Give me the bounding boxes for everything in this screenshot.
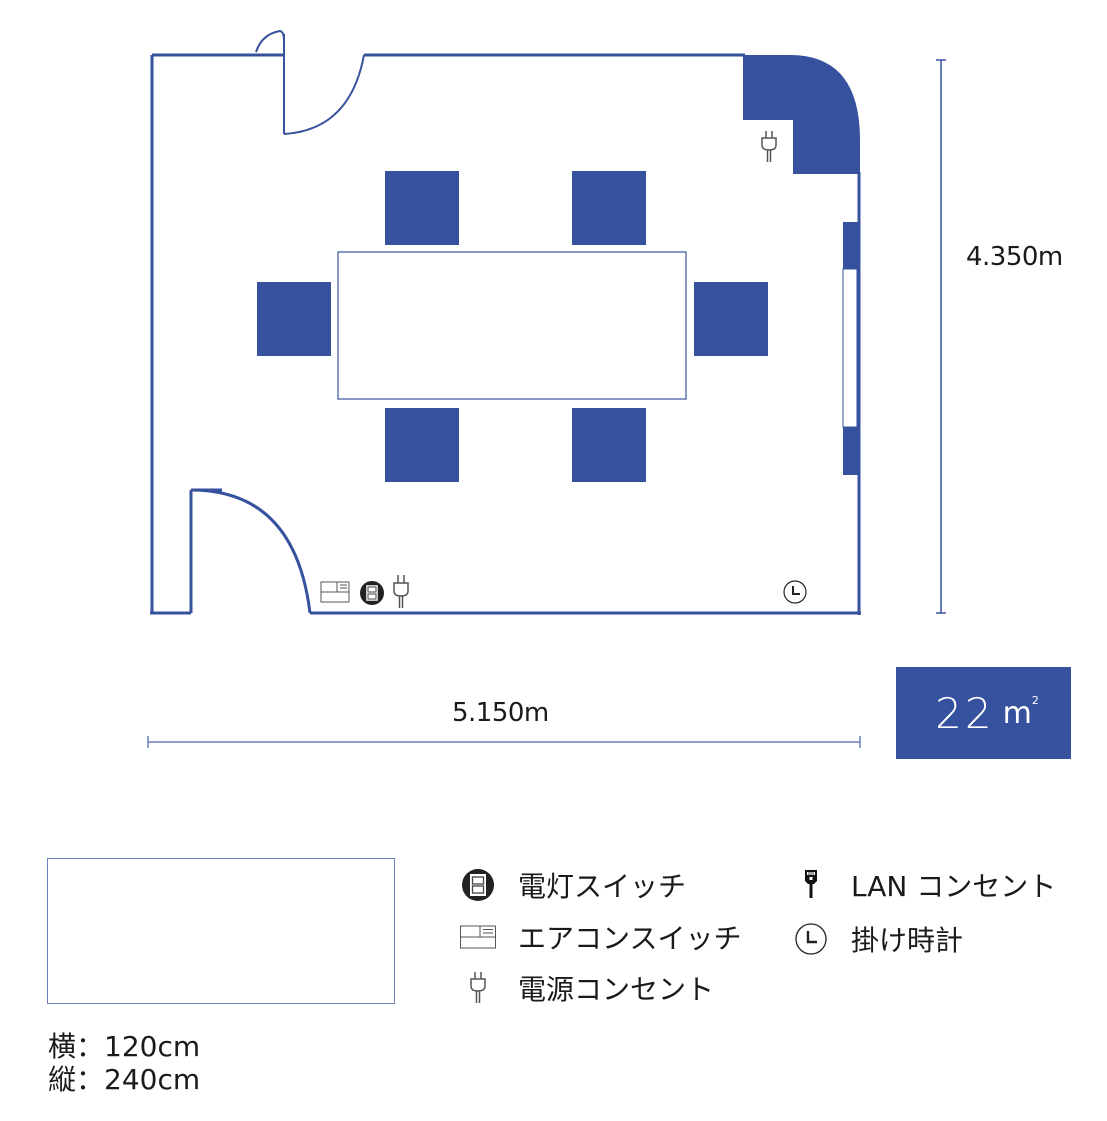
- power-outlet-icon: [761, 131, 777, 162]
- chair: [385, 171, 459, 245]
- height-dimension-line: [936, 59, 946, 614]
- meeting-table: [337, 251, 687, 400]
- lan-outlet-icon: [793, 867, 829, 903]
- right-wall-window: [842, 222, 859, 475]
- chair: [694, 282, 768, 356]
- wall-clock-icon: [793, 921, 829, 957]
- bottom-door: [190, 488, 312, 614]
- aircon-switch-icon: [320, 581, 350, 603]
- wall-clock-icon: [783, 580, 807, 604]
- table-depth-spec: 縦：240cm: [48, 1063, 201, 1096]
- legend-item-wall-clock: 掛け時計: [793, 919, 963, 959]
- light-switch-icon: [460, 867, 496, 903]
- chair: [572, 408, 646, 482]
- top-door: [255, 29, 365, 135]
- legend-label: 電源コンセント: [518, 973, 715, 1006]
- table-size-reference: [47, 858, 395, 1004]
- table-width-spec: 横：120cm: [48, 1030, 201, 1063]
- height-dimension-label: 4.350m: [966, 242, 1063, 272]
- area-value: 22: [935, 688, 995, 738]
- power-outlet-icon: [460, 970, 496, 1006]
- legend-label: 電灯スイッチ: [518, 870, 687, 903]
- legend-item-lan-outlet: LAN コンセント: [793, 865, 1056, 905]
- legend-label: LAN コンセント: [851, 870, 1057, 903]
- legend-item-light-switch: 電灯スイッチ: [460, 865, 686, 905]
- legend-item-aircon-switch: エアコンスイッチ: [460, 917, 741, 957]
- legend-label: 掛け時計: [851, 924, 964, 957]
- chair: [385, 408, 459, 482]
- width-dimension-line: [147, 736, 861, 748]
- width-dimension-label: 5.150m: [452, 698, 549, 728]
- floor-plan: [147, 29, 946, 748]
- aircon-switch-icon: [460, 919, 496, 955]
- power-outlet-icon: [393, 575, 409, 608]
- corner-cabinet: [743, 55, 860, 174]
- light-switch-icon: [360, 581, 384, 605]
- chair: [572, 171, 646, 245]
- legend-label: エアコンスイッチ: [518, 922, 742, 955]
- legend-item-power-outlet: 電源コンセント: [460, 968, 714, 1008]
- chair: [257, 282, 331, 356]
- chairs: [257, 171, 768, 482]
